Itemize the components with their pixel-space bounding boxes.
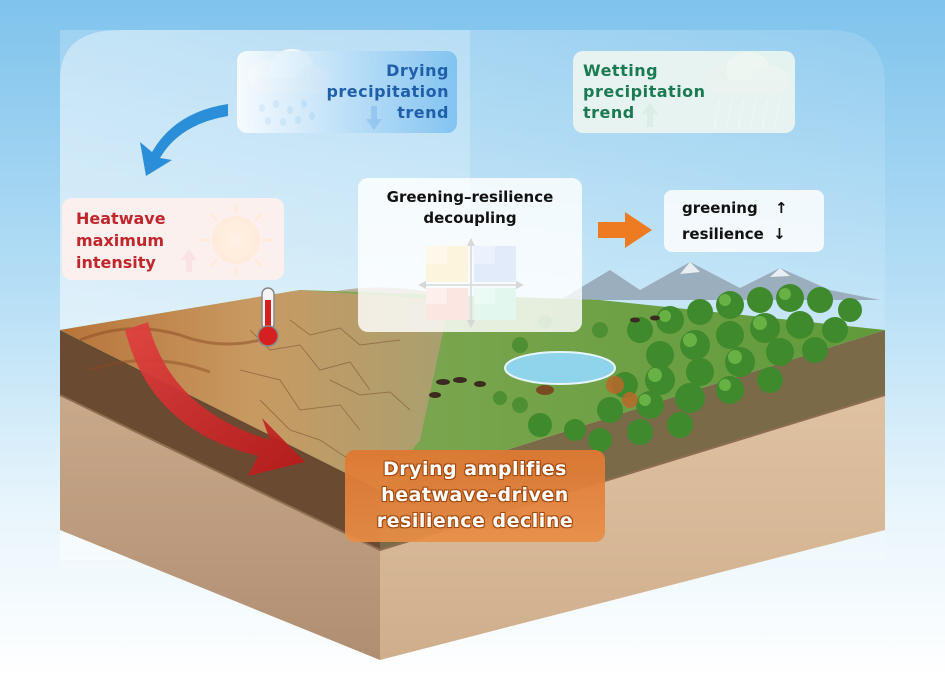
wetting-label-line3: trend <box>583 103 635 122</box>
decoupling-title-line1: Greening–resilience <box>386 188 554 206</box>
drying-precipitation-label: Drying precipitation trend <box>326 60 449 123</box>
wetting-label-line1: Wetting <box>583 61 659 80</box>
conclusion-panel: Drying amplifies heatwave-driven resilie… <box>345 450 605 542</box>
conclusion-line2: heatwave-driven <box>381 484 569 506</box>
drying-label-line2: precipitation <box>326 82 449 101</box>
decoupling-title-line2: decoupling <box>423 209 517 227</box>
conclusion-line1: Drying amplifies <box>382 458 567 480</box>
greening-up-arrow-icon: ↑ <box>774 199 788 217</box>
drying-label-line3: trend <box>397 103 449 122</box>
heatwave-intensity-panel: Heatwave maximum intensity <box>62 198 284 280</box>
orange-arrow-icon <box>598 212 652 248</box>
curved-blue-arrow-icon <box>140 104 228 176</box>
drying-label-line1: Drying <box>386 61 449 80</box>
resilience-label: resilience <box>682 225 764 243</box>
resilience-row: resilience ↓ <box>682 225 786 243</box>
decoupling-title: Greening–resilience decoupling <box>358 187 582 229</box>
greening-resilience-outcome-panel: greening ↑ resilience ↓ <box>664 190 824 252</box>
wetting-precipitation-label: Wetting precipitation trend <box>583 60 706 123</box>
big-red-arrow-icon <box>125 322 305 476</box>
greening-row: greening ↑ <box>682 199 788 217</box>
conclusion-label: Drying amplifies heatwave-driven resilie… <box>345 456 605 534</box>
heatwave-label-line3: intensity <box>76 253 156 272</box>
heatwave-label-line1: Heatwave <box>76 209 166 228</box>
conclusion-line3: resilience decline <box>376 510 574 532</box>
thermometer-icon <box>257 287 279 347</box>
resilience-down-arrow-icon: ↓ <box>773 225 786 243</box>
wetting-precipitation-panel: Wetting precipitation trend <box>573 51 795 133</box>
greening-label: greening <box>682 199 758 217</box>
decoupling-panel: Greening–resilience decoupling <box>358 178 582 332</box>
wetting-label-line2: precipitation <box>583 82 706 101</box>
drying-precipitation-panel: Drying precipitation trend <box>237 51 457 133</box>
heatwave-label-line2: maximum <box>76 231 165 250</box>
heatwave-label: Heatwave maximum intensity <box>76 208 166 274</box>
